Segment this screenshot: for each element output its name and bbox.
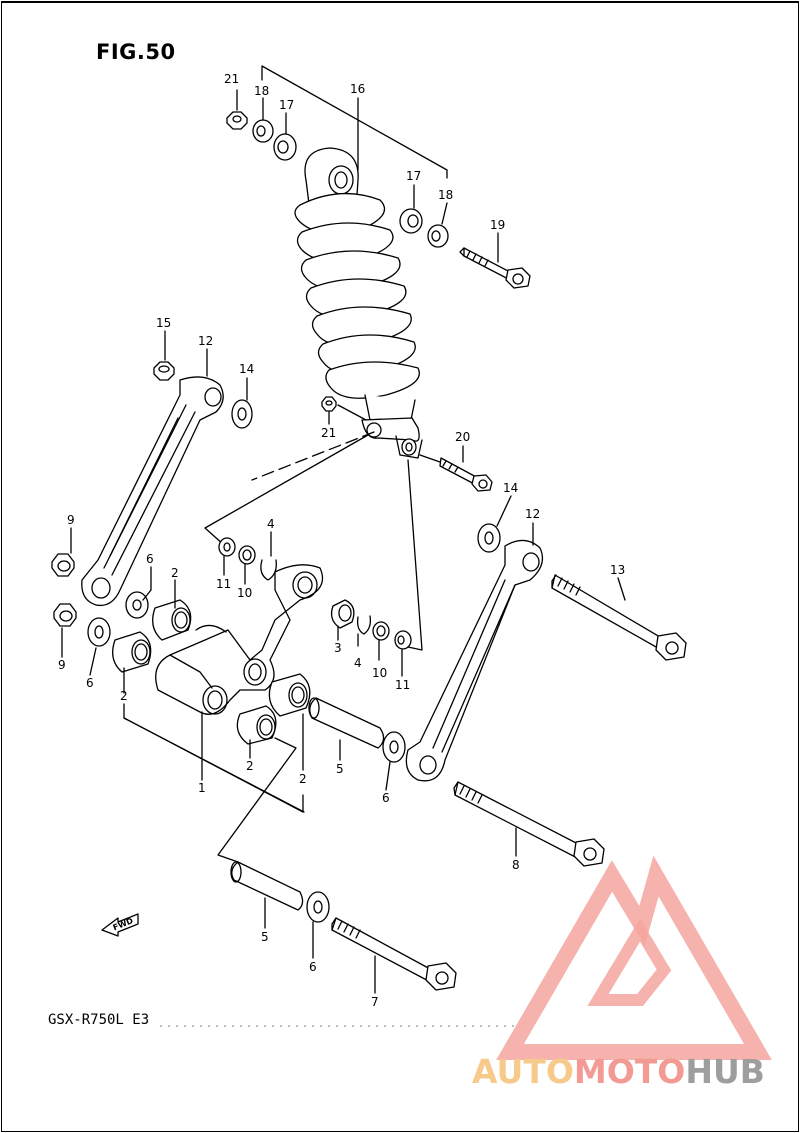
callout-6-right: 6 [382,791,390,805]
callout-12-right: 12 [525,507,540,521]
washer-6-right [382,731,406,763]
callout-15: 15 [156,316,171,330]
bolt-8 [453,781,605,867]
callout-2-upper: 2 [171,566,179,580]
nut-21-lower [321,396,367,421]
callout-21-lower: 21 [321,426,336,440]
automotohub-logo-text: AUTOMOTOHUB [472,1052,765,1091]
logo-part-auto: AUTO [472,1052,574,1091]
callout-13: 13 [610,563,625,577]
callout-3: 3 [334,641,342,655]
shock-absorber-16 [294,147,423,459]
logo-part-hub: HUB [685,1052,765,1091]
bolt-7 [331,917,457,991]
washer-6-upper [125,591,149,619]
washer-6-bottom [306,891,330,923]
collar-11-left [218,537,236,557]
callout-4-left: 4 [267,517,275,531]
callout-19: 19 [490,218,505,232]
callout-labels: 21 18 17 16 17 18 19 15 12 14 21 20 9 6 … [58,72,625,1009]
seal-10-left [238,545,256,565]
washer-14-right [477,523,501,553]
bearing-2-c [268,673,311,717]
bearing-2-d [236,705,277,745]
model-code: GSX-R750L E3 [48,1012,150,1028]
bearing-2-b [112,631,152,673]
washer-6-left [87,617,111,647]
callout-17-right: 17 [406,169,421,183]
callout-14-left: 14 [239,362,254,376]
callout-9-lower: 9 [58,658,66,672]
callout-12-left: 12 [198,334,213,348]
callout-10-right: 10 [372,666,387,680]
collar-11-right [394,630,412,650]
bolt-20 [419,454,493,492]
nut-15 [153,361,175,381]
bolt-13 [551,574,687,661]
callout-2-lower-b: 2 [299,772,307,786]
seal-10-right [372,621,390,641]
circlip-4-left [260,559,277,581]
tie-rod-12-right [405,539,544,782]
bush-17-top [273,133,297,161]
logo-part-moto: MOTO [573,1052,686,1091]
tie-rod-12-left [81,376,224,607]
callout-14-right: 14 [503,481,518,495]
automotohub-logo-icon [496,855,772,1060]
callout-2-left: 2 [120,689,128,703]
callout-11-left: 11 [216,577,231,591]
callout-2-lower-a: 2 [246,759,254,773]
nut-21-top [226,111,248,130]
callout-6-bottom: 6 [309,960,317,974]
washer-14-left [231,399,253,429]
callout-20: 20 [455,430,470,444]
callout-4-right: 4 [354,656,362,670]
circlip-4-right [356,615,372,635]
callout-21-top: 21 [224,72,239,86]
nut-9-lower [53,603,77,627]
callout-5-bottom: 5 [261,930,269,944]
callout-1: 1 [198,781,206,795]
bush-17-right [399,208,423,234]
bolt-19 [459,247,531,289]
callout-18-right: 18 [438,188,453,202]
callout-8: 8 [512,858,520,872]
collar-18-right [427,224,449,248]
callout-6-upper: 6 [146,552,154,566]
spacer-3 [330,599,355,629]
spacer-5-bottom [230,861,304,911]
callout-18-top: 18 [254,84,269,98]
callout-5-middle: 5 [336,762,344,776]
bearing-2-a [152,599,192,641]
callout-10-left: 10 [237,586,252,600]
callout-7: 7 [371,995,379,1009]
fwd-arrow-icon [101,913,139,937]
callout-17-top: 17 [279,98,294,112]
spacer-5-middle [308,697,385,749]
callout-6-left: 6 [86,676,94,690]
nut-9-upper [51,553,75,577]
callout-9-upper: 9 [67,513,75,527]
bracket-line-top [261,65,448,179]
callout-16: 16 [350,82,365,96]
cushion-lever-1 [155,564,324,715]
figure-title: FIG.50 [96,40,176,64]
collar-18-top [252,119,274,143]
callout-11-right: 11 [395,678,410,692]
